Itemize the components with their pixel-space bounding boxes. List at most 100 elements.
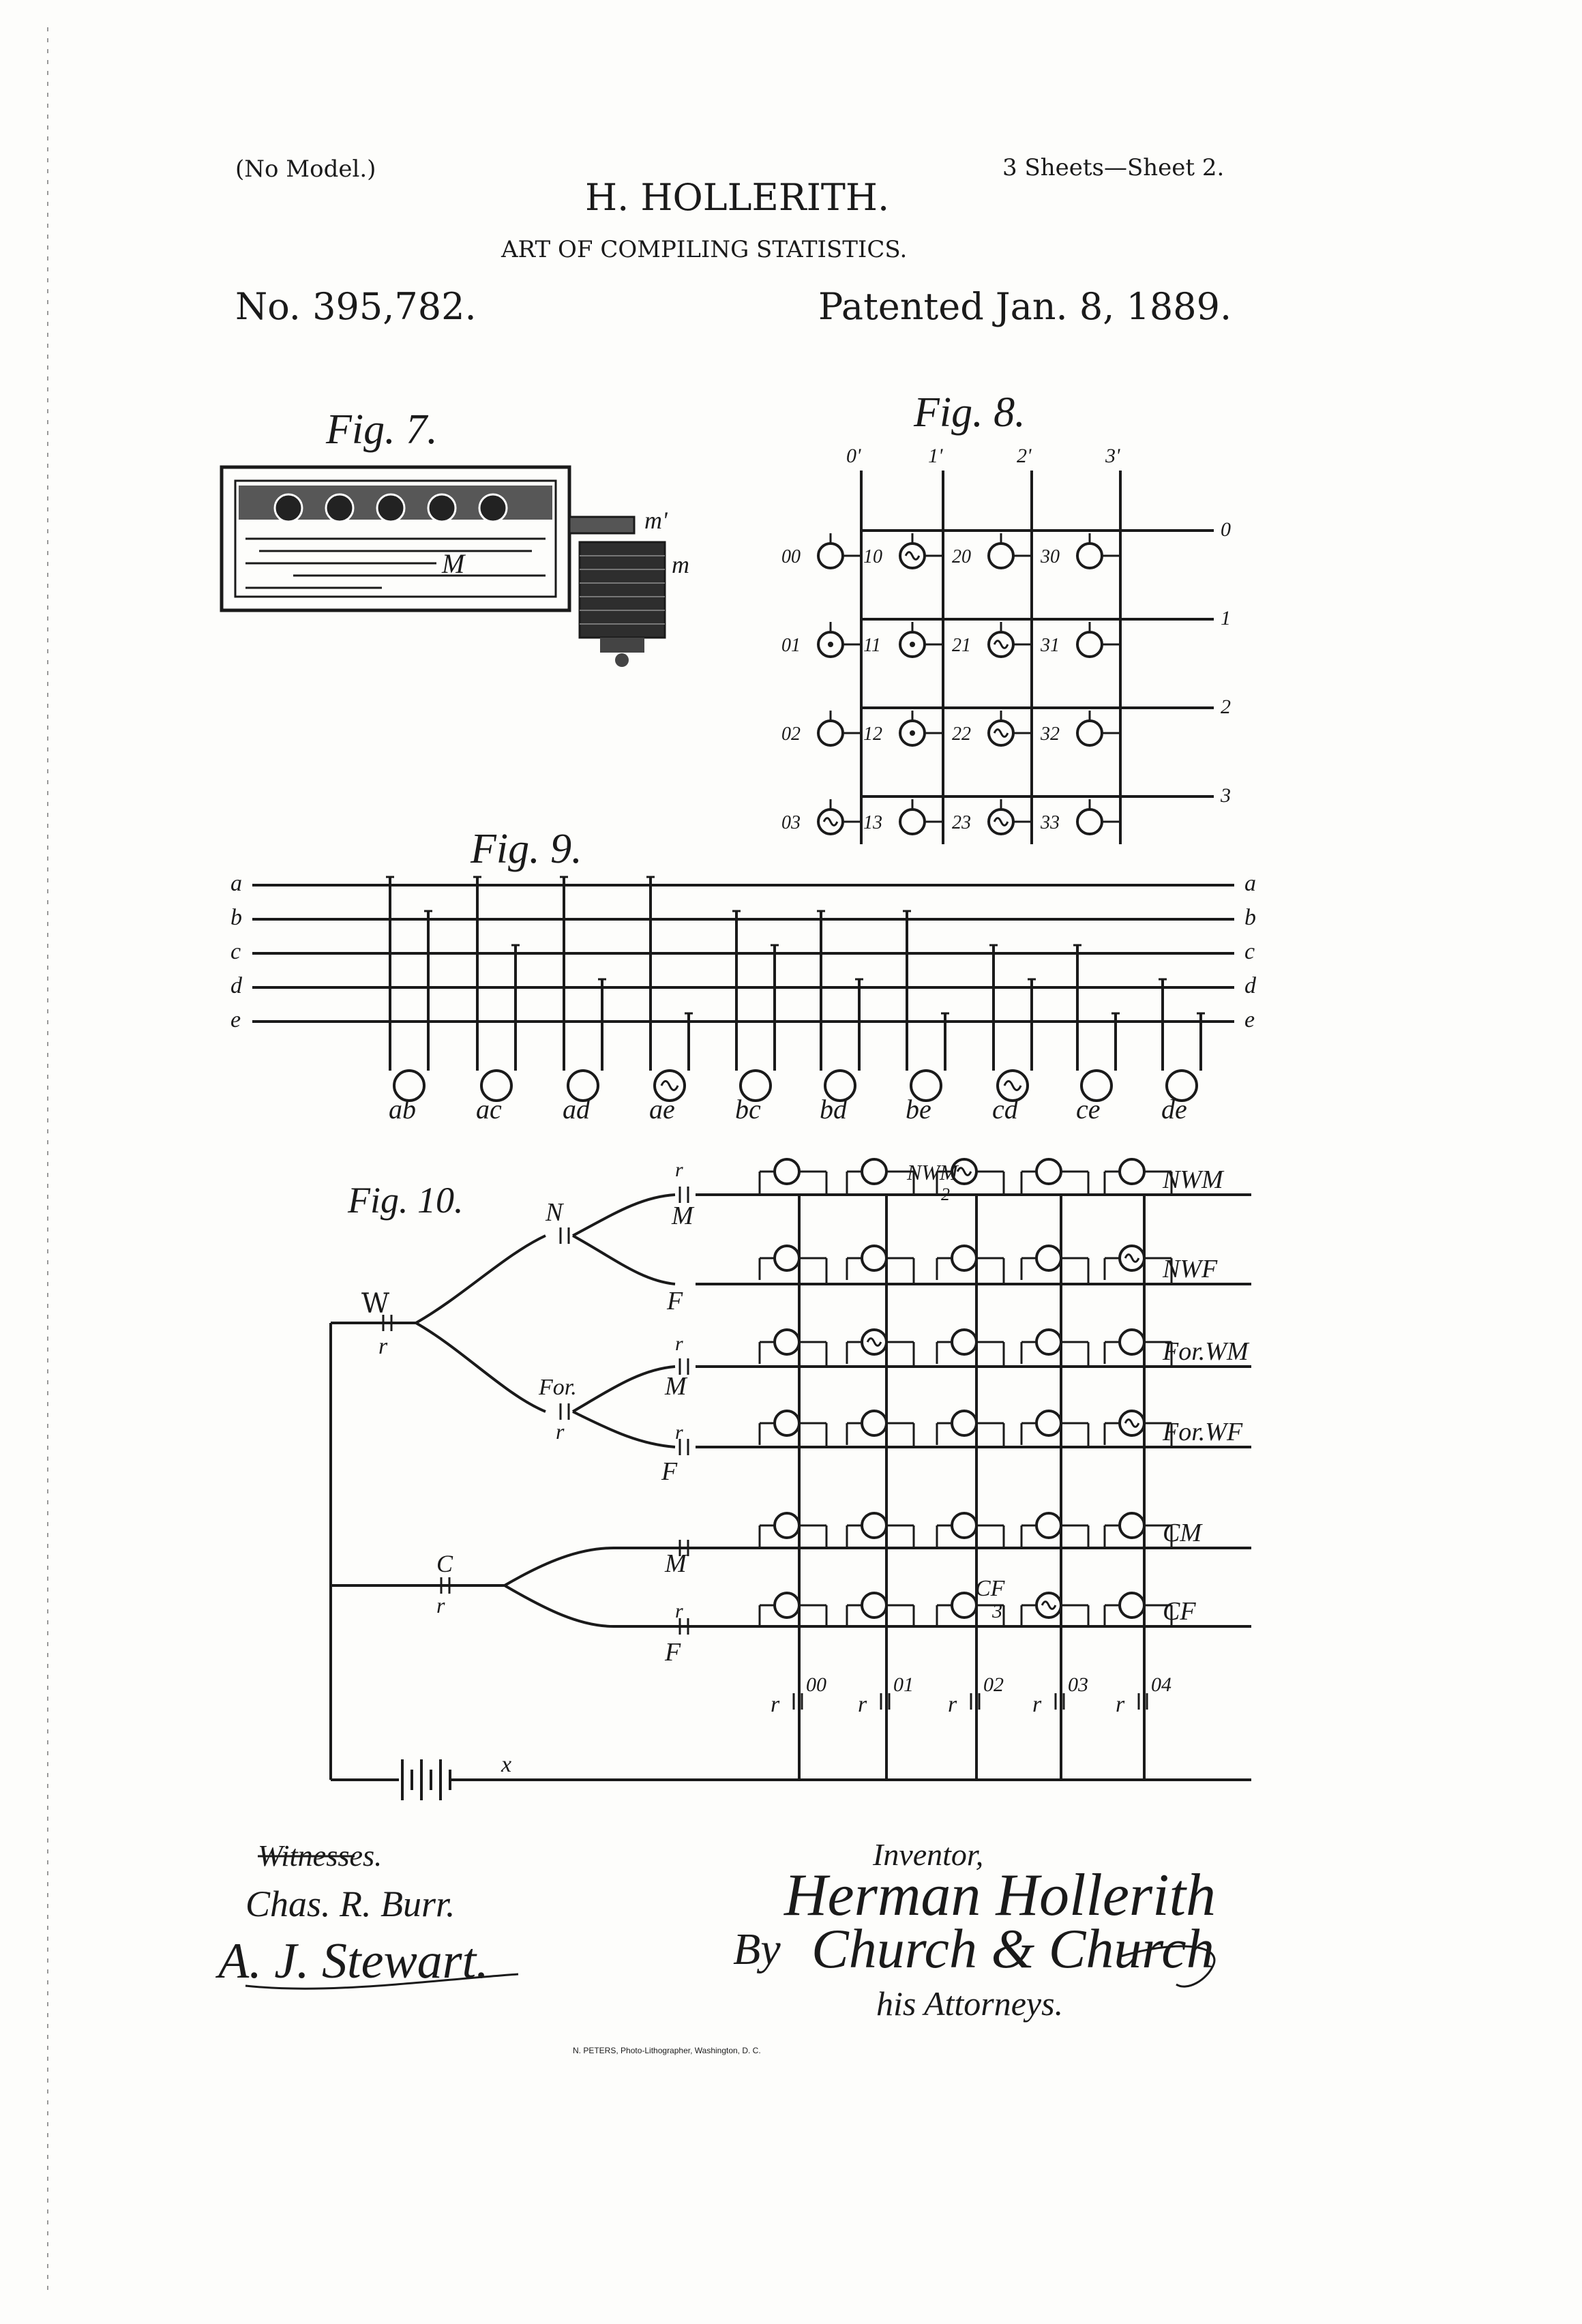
lamp-bulb xyxy=(951,1512,978,1539)
inventor-name: H. HOLLERITH. xyxy=(585,176,890,219)
fig7-letter-m-prime: m' xyxy=(644,507,668,534)
fig10-label-n: N xyxy=(545,1198,565,1227)
fig10-battery-gap xyxy=(399,1763,450,1797)
lamp-bulb xyxy=(861,1158,888,1185)
fig9-lamp xyxy=(1080,1069,1113,1102)
fig10-label-form: M xyxy=(664,1372,688,1401)
attorneys-signature: Church & Church xyxy=(811,1918,1214,1980)
fig10-lamp xyxy=(1035,1512,1062,1539)
fig10-label-c: C xyxy=(436,1550,453,1577)
fig10-col-label: 02 xyxy=(983,1673,1004,1696)
fig8-lamp-label: 32 xyxy=(1040,724,1060,745)
fig8-lamp xyxy=(987,719,1015,747)
lamp-filament xyxy=(822,817,839,826)
fig8-row-label: 1 xyxy=(1221,607,1231,629)
lamp-filament xyxy=(956,1167,972,1176)
fig10-lamp xyxy=(861,1158,888,1185)
fig10-label-nf: F xyxy=(666,1287,683,1315)
fig10-lamp xyxy=(773,1245,801,1272)
fig10-branch-forf xyxy=(572,1410,676,1448)
fig7-coil-windings xyxy=(580,555,665,625)
fig9-wire-label-right: b xyxy=(1244,905,1256,930)
lamp-bulb xyxy=(951,1592,978,1619)
fig7-label: Fig. 7. xyxy=(325,406,438,453)
fig8-lamp xyxy=(899,631,926,658)
fig10-branch-cm xyxy=(503,1547,614,1587)
fig7-magnet-base xyxy=(600,638,644,653)
fig8-col-label: 3' xyxy=(1105,445,1120,467)
lamp-filament xyxy=(1124,1253,1140,1263)
fig10-label-nm: M xyxy=(671,1202,695,1230)
lamp-bulb xyxy=(951,1410,978,1437)
fig10-lamp xyxy=(773,1158,801,1185)
fig8-col-label: 1' xyxy=(928,445,943,467)
fig9-lamp-label: bc xyxy=(735,1094,761,1124)
lamp-bulb xyxy=(739,1069,772,1102)
fig10-col-label: 04 xyxy=(1151,1673,1171,1696)
lamp-bulb xyxy=(773,1328,801,1356)
fig7-holes xyxy=(273,493,508,523)
lamp-dot xyxy=(910,730,915,736)
lamp-filament xyxy=(660,1079,679,1092)
fig8-lamp xyxy=(817,542,844,569)
fig10-col-label: 00 xyxy=(806,1673,826,1696)
fig8-lamp-label: 13 xyxy=(863,812,882,833)
lamp-bulb xyxy=(1035,1328,1062,1356)
fig9-lamp xyxy=(739,1069,772,1102)
fig10-lamp xyxy=(951,1245,978,1272)
fig8-lamp xyxy=(987,631,1015,658)
lamp-bulb xyxy=(773,1592,801,1619)
fig7-card-inner xyxy=(234,479,557,598)
fig10-label-w-r: r xyxy=(378,1334,388,1359)
fig10-lamp xyxy=(773,1592,801,1619)
fig10-label-x: x xyxy=(501,1752,511,1777)
fig8-lamp-label: 03 xyxy=(781,812,801,833)
fig9-lamp-label: ac xyxy=(476,1094,502,1124)
fig10-label-cf-r: r xyxy=(675,1600,683,1622)
lamp-bulb xyxy=(1076,631,1103,658)
fig9-lamp-label: de xyxy=(1161,1094,1187,1124)
fig9-wire-label-left: b xyxy=(230,905,242,930)
fig8-row-label: 2 xyxy=(1221,696,1231,718)
fig10-label-cm: M xyxy=(664,1549,688,1578)
fig9-lamp xyxy=(393,1069,426,1102)
fig9-wire-label-left: c xyxy=(230,939,241,964)
lamp-bulb xyxy=(773,1245,801,1272)
fig10-label-form-r: r xyxy=(675,1332,683,1355)
lamp-bulb xyxy=(987,542,1015,569)
lamp-bulb xyxy=(1035,1245,1062,1272)
fig9-lamp xyxy=(567,1069,599,1102)
fig10-lamp xyxy=(951,1328,978,1356)
lamp-bulb xyxy=(817,542,844,569)
fig10-lamp xyxy=(951,1592,978,1619)
lamp-bulb xyxy=(1035,1512,1062,1539)
lamp-bulb xyxy=(1035,1158,1062,1185)
lamp-bulb xyxy=(951,1245,978,1272)
lamp-bulb xyxy=(1080,1069,1113,1102)
fig7-hole xyxy=(478,493,508,523)
fig10-col-r: r xyxy=(1032,1692,1042,1717)
fig9-lamp xyxy=(824,1069,856,1102)
lamp-bulb xyxy=(899,808,926,835)
fig10-label: Fig. 10. xyxy=(347,1180,464,1221)
fig8-lamp-label: 10 xyxy=(863,546,882,567)
fig10-inline-cf: CF xyxy=(975,1576,1006,1601)
lamp-bulb xyxy=(1118,1512,1146,1539)
witness-signature-1: Chas. R. Burr. xyxy=(245,1883,456,1924)
fig8-label: Fig. 8. xyxy=(913,389,1026,436)
fig8-lamp xyxy=(899,542,926,569)
fig8-lamp-label: 11 xyxy=(863,635,881,656)
sheet-count: 3 Sheets—Sheet 2. xyxy=(1002,154,1225,181)
fig8-lamp xyxy=(1076,719,1103,747)
fig10-label-c-r: r xyxy=(436,1593,445,1618)
fig10-row-label: For.WM xyxy=(1162,1337,1250,1366)
fig10-label-w: W xyxy=(361,1288,389,1320)
fig10-lamp xyxy=(773,1410,801,1437)
fig8-lamp xyxy=(987,808,1015,835)
fig10-col-r: r xyxy=(948,1692,957,1717)
fig8-lamp-label: 23 xyxy=(952,812,971,833)
fig8-lamp-label: 33 xyxy=(1040,812,1060,833)
